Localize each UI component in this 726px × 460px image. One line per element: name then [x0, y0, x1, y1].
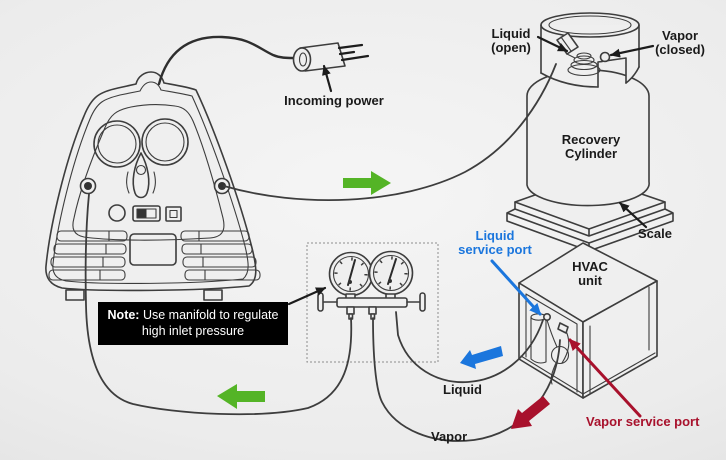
- machine-button: [165, 206, 182, 222]
- hvac-unit-label: HVAC unit: [572, 259, 608, 288]
- scale-pointer-arrow: [618, 201, 648, 229]
- blue-liquid-flow-arrow-icon: [460, 346, 503, 369]
- vapor-hose-label: Vapor: [431, 429, 468, 444]
- recovery-machine-drawing: [45, 71, 261, 301]
- cylinder-vapor-valve-label: Vapor (closed): [655, 28, 705, 57]
- hose-machine-to-cylinder: [223, 63, 557, 202]
- liquid-service-port-label: Liquid service port: [458, 228, 532, 257]
- red-vapor-flow-arrow-icon: [511, 396, 550, 429]
- hose-liquid-hvac-to-manifold: [395, 311, 544, 383]
- hose-manifold-to-machine: [84, 193, 353, 416]
- machine-outlet-port: [213, 177, 231, 195]
- incoming-power-label: Incoming power: [284, 93, 384, 108]
- liquid-open-pointer-arrow: [536, 35, 569, 53]
- manifold-low-side-knob: [317, 292, 324, 312]
- recovery-cylinder-label: Recovery Cylinder: [561, 132, 621, 161]
- hvac-liquid-service-port: [542, 312, 551, 321]
- cylinder-liquid-valve-label: Liquid (open): [491, 26, 531, 55]
- machine-knob: [108, 204, 126, 222]
- vapor-closed-pointer-arrow: [609, 44, 655, 58]
- incoming-power-pointer-arrow: [322, 64, 333, 93]
- note-text: Use manifold to regulate high inlet pres…: [141, 308, 279, 338]
- machine-vents: [48, 230, 261, 281]
- vapor-service-port-pointer-arrow: [568, 338, 642, 418]
- scale-label: Scale: [638, 226, 672, 241]
- note-pointer-arrow: [287, 286, 327, 306]
- liquid-service-port-pointer-arrow: [490, 259, 542, 316]
- machine-inlet-port: [79, 177, 97, 195]
- green-flow-arrow-right-icon: [343, 171, 391, 195]
- liquid-hose-label: Liquid: [443, 382, 482, 397]
- manifold-gauges-drawing: [317, 250, 426, 320]
- manifold-high-side-knob: [419, 292, 426, 312]
- note-box: Note: Use manifold to regulate high inle…: [98, 302, 288, 345]
- hvac-vapor-service-port: [557, 322, 569, 334]
- recovery-cylinder-drawing: [526, 12, 650, 207]
- manifold-zone-box: [306, 242, 439, 363]
- machine-power-switch: [132, 205, 161, 222]
- note-label: Note:: [107, 308, 140, 322]
- power-cord: [157, 35, 295, 86]
- power-plug-drawing: [292, 42, 370, 72]
- green-flow-arrow-left-icon: [217, 384, 265, 409]
- vapor-service-port-label: Vapor service port: [586, 414, 700, 429]
- hvac-internals: [530, 313, 570, 385]
